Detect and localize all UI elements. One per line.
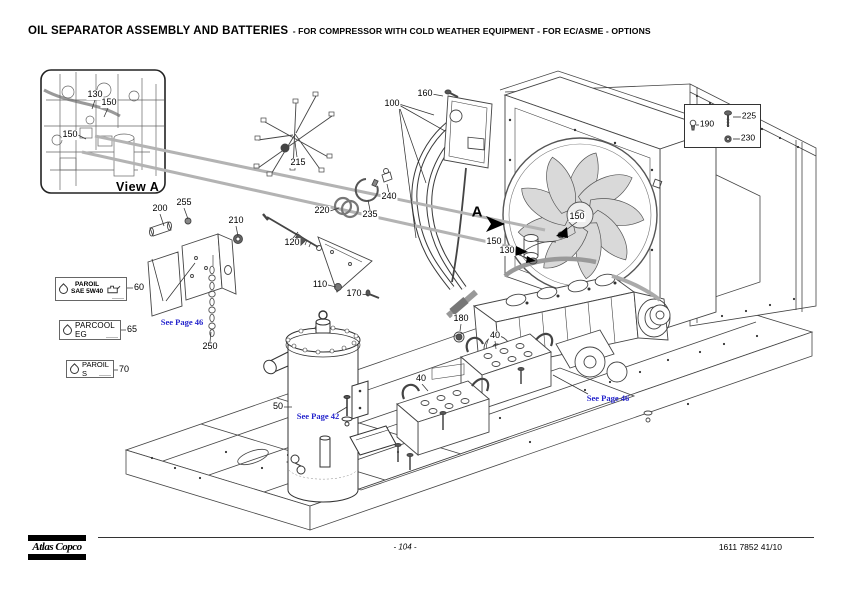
callout-50: 50 xyxy=(271,401,285,412)
inset-callout-150-b: 150 xyxy=(61,129,79,140)
callout-210: 210 xyxy=(227,215,245,226)
callout-190: 190 xyxy=(698,118,716,129)
oil-drop-icon xyxy=(68,362,81,376)
plug-icon xyxy=(689,119,697,127)
title-main: OIL SEPARATOR ASSEMBLY AND BATTERIES xyxy=(28,25,289,37)
see-page-46-link-right[interactable]: See Page 46 xyxy=(586,393,630,403)
callout-60: 60 xyxy=(132,282,146,293)
batteries xyxy=(396,332,554,456)
page-title: OIL SEPARATOR ASSEMBLY AND BATTERIES - F… xyxy=(28,21,651,39)
page-number: - 104 - xyxy=(393,542,417,552)
oil-label-text2: SAE 5W40 xyxy=(71,288,104,295)
document-number: 1611 7852 41/10 xyxy=(718,542,782,552)
callout-65: 65 xyxy=(125,324,139,335)
oil-separator-vessel xyxy=(263,310,397,503)
callout-235: 235 xyxy=(361,209,379,220)
oil-label-text: PAROIL S xyxy=(82,360,109,378)
oil-drop-icon xyxy=(61,323,74,337)
inset-callout-130: 130 xyxy=(86,89,104,100)
leader-lines xyxy=(77,93,589,414)
callout-150-a: 150 xyxy=(485,236,503,247)
atlas-copco-logo: Atlas Copco xyxy=(28,535,86,561)
callout-40-b: 40 xyxy=(414,373,428,384)
callout-240: 240 xyxy=(380,191,398,202)
callout-100: 100 xyxy=(383,98,401,109)
see-page-42-link[interactable]: See Page 42 xyxy=(296,411,340,421)
parcool-eg-label: PARCOOL EG xyxy=(59,320,121,340)
callout-180: 180 xyxy=(452,313,470,324)
view-a-inset xyxy=(40,69,166,194)
bolt-icon xyxy=(724,110,732,116)
callout-120: 120 xyxy=(283,237,301,248)
fine-print xyxy=(99,375,111,376)
callout-170: 170 xyxy=(345,288,363,299)
callout-130: 130 xyxy=(498,245,516,256)
callout-70: 70 xyxy=(117,364,131,375)
paroil-sae5w40-label: PAROIL SAE 5W40 xyxy=(55,277,127,301)
detail-marker-a: A xyxy=(471,203,483,221)
oil-label-text: PARCOOL EG xyxy=(75,321,115,339)
logo-bar-top xyxy=(28,535,86,541)
callout-40-a: 40 xyxy=(488,330,502,341)
fine-print xyxy=(112,298,124,299)
inset-callout-150-a: 150 xyxy=(100,97,118,108)
callout-215: 215 xyxy=(289,157,307,168)
callout-220: 220 xyxy=(313,205,331,216)
logo-text: Atlas Copco xyxy=(32,541,82,553)
paroil-s-label: PAROIL S xyxy=(66,360,114,378)
callout-200: 200 xyxy=(151,203,169,214)
small-parts xyxy=(147,91,393,337)
callout-225: 225 xyxy=(740,110,758,121)
oil-drop-icon xyxy=(57,282,70,296)
fine-print xyxy=(106,337,118,338)
see-page-46-link-left[interactable]: See Page 46 xyxy=(160,317,204,327)
title-subtitle: - FOR COMPRESSOR WITH COLD WEATHER EQUIP… xyxy=(292,26,651,36)
callout-230: 230 xyxy=(739,132,757,143)
callout-250: 250 xyxy=(201,341,219,352)
logo-bar-bottom xyxy=(28,554,86,561)
callout-160: 160 xyxy=(416,88,434,99)
view-a-sight-lines xyxy=(81,134,546,251)
oil-can-icon xyxy=(107,285,121,294)
callout-110: 110 xyxy=(311,279,329,290)
cold-start-box xyxy=(411,95,493,319)
callout-255: 255 xyxy=(175,197,193,208)
callout-150-b: 150 xyxy=(568,211,586,222)
oil-label-text: PAROIL xyxy=(75,281,100,289)
footer-rule xyxy=(98,537,814,538)
view-a-label: View A xyxy=(116,180,160,194)
